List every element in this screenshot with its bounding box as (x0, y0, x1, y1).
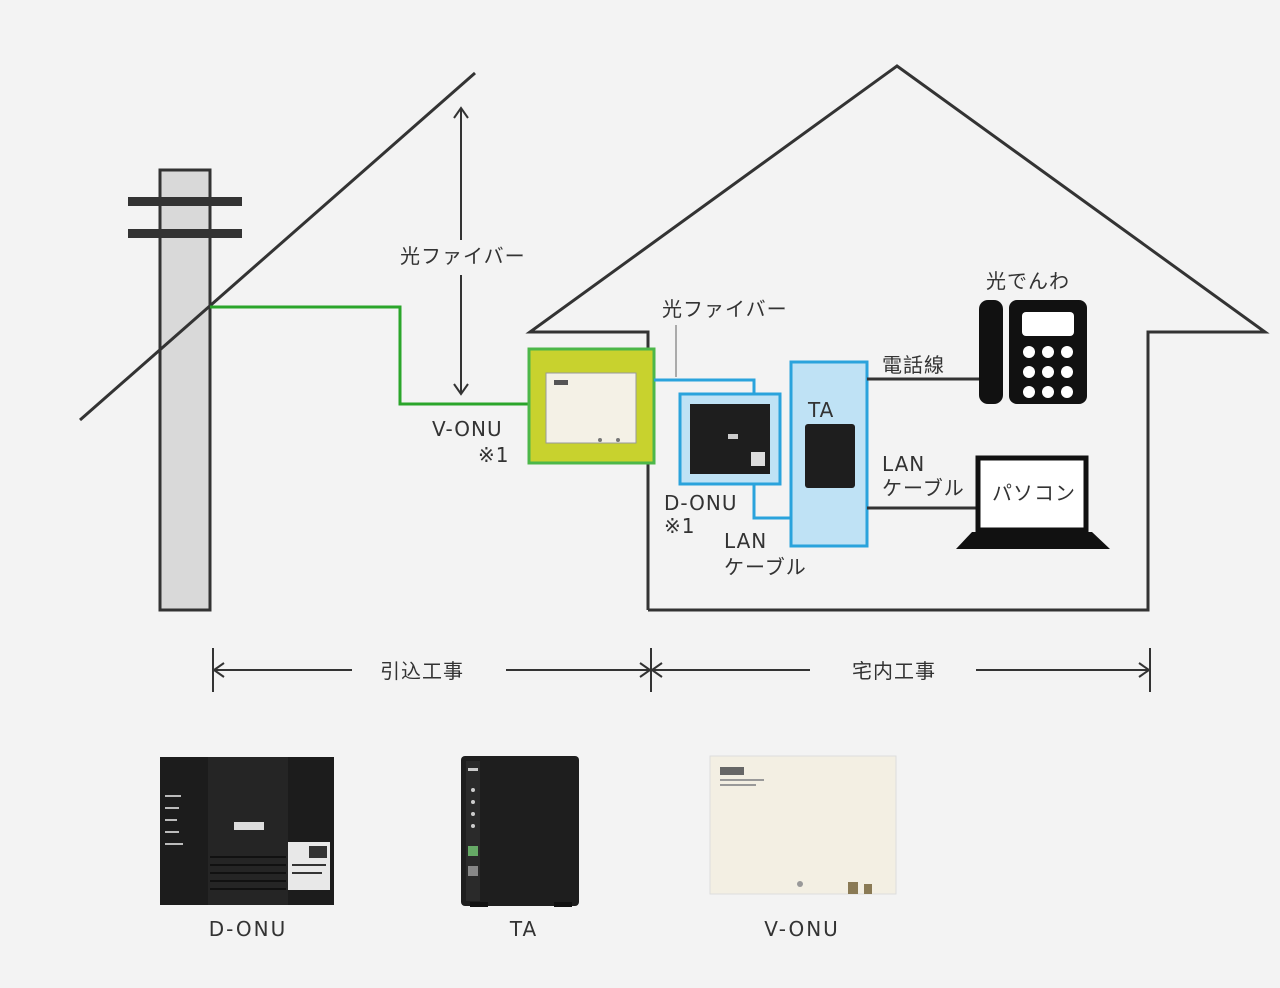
d-onu-box (678, 392, 782, 486)
fiber-height-arrow (453, 106, 469, 396)
pc-label: パソコン (992, 481, 1076, 505)
d-onu-photo (160, 757, 334, 905)
ta-photo (461, 756, 579, 907)
indoor-work-label: 宅内工事 (852, 659, 936, 683)
v-onu-label: V-ONU (432, 417, 503, 441)
drop-work-label: 引込工事 (380, 659, 464, 683)
hikari-denwa-label: 光でんわ (986, 269, 1070, 293)
ta-box (789, 360, 869, 548)
roof-line-left (79, 71, 476, 422)
d-onu-note: ※1 (664, 514, 695, 538)
blue-cables (654, 378, 791, 520)
lan-cable-label-right-2: ケーブル (882, 476, 965, 500)
fiber-label-inside: 光ファイバー (662, 297, 788, 321)
phone-line-label: 電話線 (882, 353, 945, 377)
product-caption-d-onu: D-ONU (209, 917, 288, 941)
v-onu-note: ※1 (478, 443, 509, 467)
lan-cable-label-lower-2: ケーブル (724, 555, 807, 579)
ta-label: TA (807, 398, 834, 422)
telephone-icon (979, 300, 1087, 404)
house-outline (525, 64, 1270, 612)
construction-span-arrows (212, 648, 1151, 692)
v-onu-photo (709, 755, 897, 895)
lan-cable-label-lower-1: LAN (724, 529, 767, 553)
v-onu-box (527, 347, 656, 465)
fiber-label-outside: 光ファイバー (400, 244, 526, 268)
laptop-icon (956, 455, 1110, 549)
fiber-cable-outside (210, 305, 530, 406)
product-caption-v-onu: V-ONU (764, 917, 840, 941)
utility-pole (128, 168, 242, 612)
product-caption-ta: TA (509, 917, 538, 941)
lan-cable-label-right-1: LAN (882, 452, 925, 476)
d-onu-label: D-ONU (664, 491, 738, 515)
